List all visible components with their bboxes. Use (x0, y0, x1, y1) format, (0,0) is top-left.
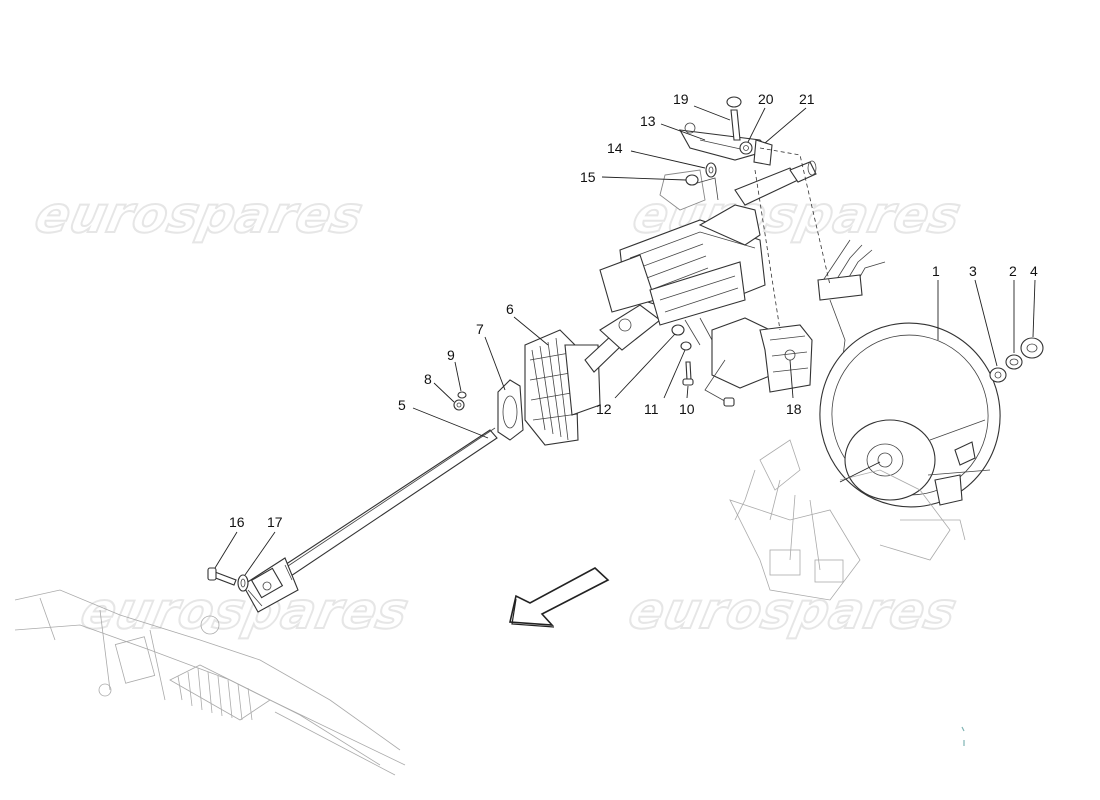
leader-11 (663, 349, 686, 399)
pedal-bracket (729, 439, 966, 601)
leader-3 (974, 279, 998, 367)
leader-5 (412, 407, 489, 439)
callout-10: 10 (679, 401, 695, 417)
washer-11 (680, 341, 692, 351)
steering-column (599, 160, 817, 346)
bolt-10 (682, 361, 694, 386)
rack-boot (169, 664, 271, 721)
leader-7 (484, 336, 506, 391)
washer-14 (705, 162, 717, 178)
callout-3: 3 (969, 263, 977, 279)
leader-18 (789, 359, 794, 399)
leader-16 (214, 531, 238, 569)
clip-21 (753, 139, 773, 166)
intermediate-shaft (242, 427, 498, 613)
callout-19: 19 (673, 91, 689, 107)
callout-5: 5 (398, 397, 406, 413)
steering-wheel-1 (819, 322, 1001, 508)
nut-4 (1020, 337, 1044, 359)
steering-rack (14, 589, 406, 776)
nut-20 (739, 141, 753, 155)
leader-13 (660, 123, 706, 141)
callout-17: 17 (267, 514, 283, 530)
leader-6 (513, 316, 549, 346)
steering-lock-18 (704, 317, 813, 407)
direction-arrow-icon (509, 567, 610, 628)
rubber-boot-6 (524, 329, 601, 446)
nut-15 (685, 174, 699, 186)
dashed-leader-18 (754, 169, 781, 331)
callout-21: 21 (799, 91, 815, 107)
lower-universal-joint (242, 557, 299, 613)
spacer-2 (1005, 354, 1023, 370)
callout-12: 12 (596, 401, 612, 417)
callout-18: 18 (786, 401, 802, 417)
callout-6: 6 (506, 301, 514, 317)
leader-9 (454, 361, 462, 392)
callout-11: 11 (644, 401, 659, 417)
leader-19 (693, 105, 731, 121)
leader-lines (214, 105, 1036, 576)
callout-labels: 1 2 3 4 5 6 7 8 9 10 11 12 13 14 15 16 1… (229, 91, 1038, 530)
callout-1: 1 (932, 263, 940, 279)
washer-3 (989, 367, 1007, 383)
leader-wheel-hub (839, 461, 881, 483)
callout-7: 7 (476, 321, 484, 337)
leader-20 (747, 107, 766, 143)
nut-12 (671, 324, 685, 336)
washer-9 (457, 391, 467, 399)
nut-8 (453, 399, 465, 411)
watermark-top-left: eurospares (30, 186, 368, 244)
callout-16: 16 (229, 514, 245, 530)
leader-21 (764, 107, 807, 144)
callout-15: 15 (580, 169, 596, 185)
leader-12 (614, 333, 676, 399)
leader-17 (244, 531, 276, 576)
upper-shaft (584, 304, 661, 373)
callout-2: 2 (1009, 263, 1017, 279)
callout-8: 8 (424, 371, 432, 387)
corner-mark (961, 726, 965, 746)
watermark-group: eurospares eurospares eurospares eurospa… (29, 185, 967, 641)
watermark-bottom-right: eurospares (624, 582, 962, 640)
leader-4 (1032, 279, 1036, 338)
dashed-leader-21 (759, 147, 831, 286)
bolt-19 (726, 96, 742, 141)
leader-10 (686, 385, 689, 399)
washer-17 (237, 574, 249, 592)
callout-9: 9 (447, 347, 455, 363)
callout-4: 4 (1030, 263, 1038, 279)
callout-14: 14 (607, 140, 623, 156)
leader-14 (630, 150, 706, 169)
callout-13: 13 (640, 113, 656, 129)
leader-8 (433, 382, 455, 403)
plate-7 (497, 379, 524, 441)
bolt-16 (207, 567, 237, 586)
leader-15 (601, 176, 687, 181)
callout-20: 20 (758, 91, 774, 107)
